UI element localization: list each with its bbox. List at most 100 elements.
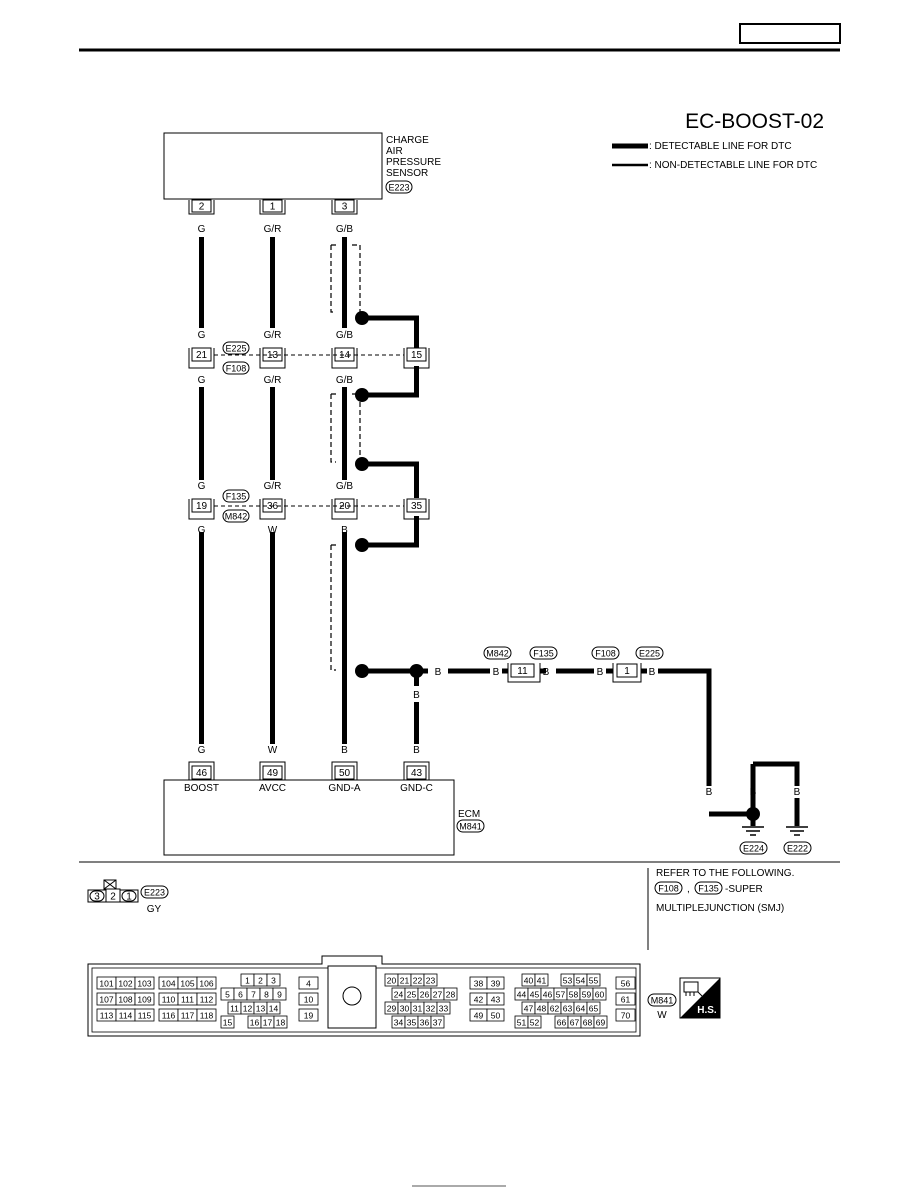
connector-view-color-gy: GY [147,904,162,915]
connector-tag-m842-run-text: M842 [486,649,509,659]
ecm-pin-cell: 30 [397,1001,412,1015]
svg-text:6: 6 [238,990,243,1000]
wire-color-gnd-1: B [706,787,713,798]
svg-text:3: 3 [271,976,276,986]
svg-text:3: 3 [94,892,100,903]
svg-text:24: 24 [394,990,404,1000]
svg-text:39: 39 [491,979,501,989]
wire-color-run-3: B [493,667,500,678]
ecm-pin-cell: 34 [391,1015,406,1029]
connector-tag-e222 [783,841,812,855]
svg-text:61: 61 [621,995,631,1005]
ecm-pin-cell: 33 [436,1001,451,1015]
splice-point-7 [746,807,760,821]
ecm-pin-cell: 62 [547,1001,562,1015]
wire-color-run-4: B [543,667,550,678]
legend-detectable-label: : DETECTABLE LINE FOR DTC [649,141,792,152]
svg-text:38: 38 [474,979,484,989]
svg-text:13: 13 [256,1004,266,1014]
svg-text:36: 36 [420,1018,430,1028]
svg-text:111: 111 [181,995,194,1005]
svg-text:23: 23 [426,976,436,986]
svg-text:29: 29 [387,1004,397,1014]
wire-color-sensor-3: G/B [336,224,354,235]
ecm-pin-cell: 57 [553,987,568,1001]
svg-text:102: 102 [118,979,132,989]
ecm-pin-cell: 109 [134,992,155,1006]
svg-text:20: 20 [387,976,397,986]
svg-text:33: 33 [439,1004,449,1014]
wire-color-ecm-2: W [268,745,278,756]
svg-text:7: 7 [251,990,256,1000]
wire-color-j1-above-3: G/B [336,330,354,341]
ecm-pin-cell: 40 [521,973,536,987]
refer-line-3: MULTIPLEJUNCTION (SMJ) [656,903,784,914]
ecm-pin-cell: 32 [423,1001,438,1015]
wire-color-run-5: B [597,667,604,678]
wire-color-ecm-3: B [341,745,348,756]
ecm-pin-cell: 51 [514,1015,529,1029]
svg-text:21: 21 [196,350,208,361]
svg-text:27: 27 [433,990,443,1000]
svg-text:44: 44 [517,990,527,1000]
svg-text:41: 41 [537,976,547,986]
svg-text:67: 67 [570,1018,580,1028]
ecm-pin-cell: 22 [410,973,425,987]
ecm-pin-cell: 31 [410,1001,425,1015]
svg-text:14: 14 [339,350,351,361]
ecm-pin-cell: 41 [534,973,549,987]
wire-color-gnd-3: B [794,787,801,798]
connector-tag-f135-run [529,646,558,660]
ecm-pin-cell: 2 [253,973,268,987]
ecm-pin-cell: 38 [469,976,488,990]
connector-view-color-w: W [657,1010,667,1021]
wire-color-j1-above-1: G [198,330,206,341]
svg-text:19: 19 [304,1011,314,1021]
svg-text:117: 117 [181,1011,195,1021]
svg-text:43: 43 [411,768,423,779]
ecm-pin-cell: 17 [260,1015,275,1029]
connector-tag-m842-run [483,646,512,660]
ecm-pin-cell: 15 [220,1015,235,1029]
wire-color-j2-above-3: G/B [336,481,354,492]
svg-text:16: 16 [250,1018,260,1028]
svg-text:11: 11 [230,1004,239,1014]
wire-color-j2-below-1: G [198,525,206,536]
svg-text:45: 45 [530,990,540,1000]
svg-text:103: 103 [137,979,151,989]
ecm-pin-cell: 21 [397,973,412,987]
wire-color-j1-below-1: G [198,375,206,386]
connector-tag-e225-j1 [222,341,250,355]
svg-text:15: 15 [223,1018,233,1028]
sensor-name-line-1: CHARGE [386,135,429,146]
svg-text:105: 105 [180,979,194,989]
splice-point-4 [355,538,369,552]
svg-text:15: 15 [411,350,423,361]
splice-point-6 [409,664,424,678]
connector-tag-e225-j1-text: E225 [225,344,246,354]
ecm-pin-cell: 27 [430,987,445,1001]
ecm-pin-cell: 115 [134,1008,155,1022]
svg-text:109: 109 [137,995,151,1005]
svg-text:47: 47 [524,1004,534,1014]
sensor-pin-1: 1 [259,199,286,215]
wire-color-j2-above-2: G/R [264,481,282,492]
svg-text:19: 19 [196,501,208,512]
svg-text:46: 46 [196,768,208,779]
connector-tag-m842-j2 [222,509,250,523]
ecm-pin-cell: 67 [567,1015,582,1029]
connector-tag-f108-run [591,646,620,660]
ecm-pin-cell: 105 [177,976,198,990]
svg-text:1: 1 [126,892,132,903]
connector-tag-f135-run-text: F135 [533,649,554,659]
ecm-pin-cell: 54 [573,973,588,987]
ecm-pin-cell: 19 [298,1008,319,1022]
svg-text:21: 21 [400,976,410,986]
connector-view-tag-m841-text: M841 [651,996,674,1006]
svg-text:57: 57 [556,990,566,1000]
connector-tag-f108-j1-text: F108 [226,364,247,374]
svg-text:52: 52 [530,1018,540,1028]
ecm-pin-cell: 13 [253,1001,268,1015]
svg-text:1: 1 [624,666,630,677]
svg-text:56: 56 [621,979,631,989]
